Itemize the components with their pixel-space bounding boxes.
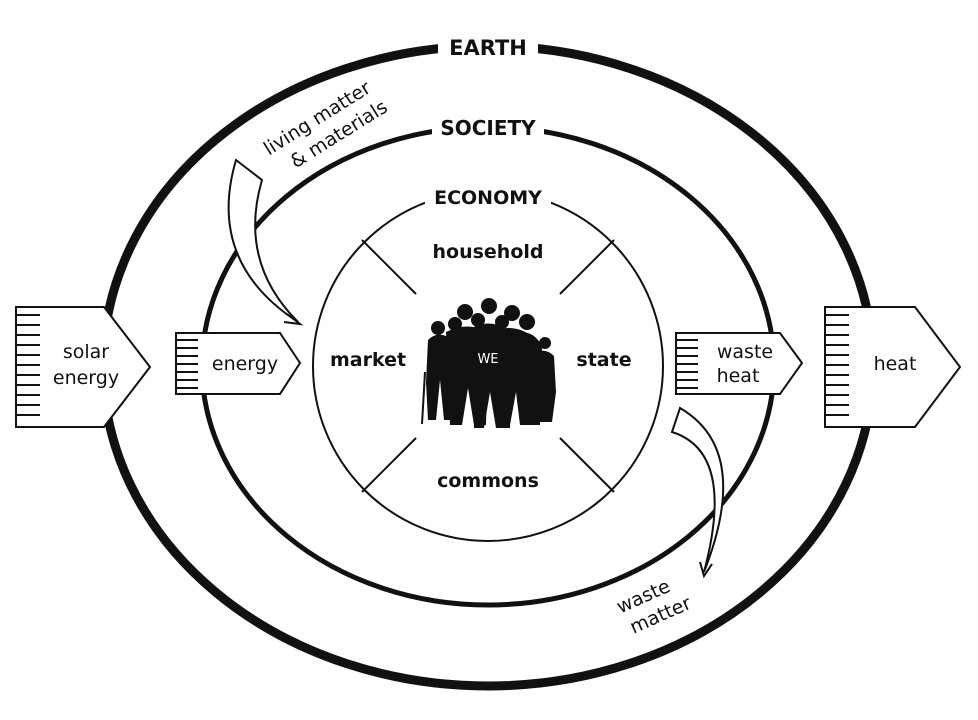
economy-label: ECONOMY: [434, 187, 542, 209]
sector-dividers: [361, 239, 615, 493]
heat-label: heat: [874, 353, 917, 375]
sector-commons: commons: [437, 470, 539, 492]
sector-household: household: [433, 241, 544, 263]
people-silhouette-icon: [421, 298, 556, 428]
we-label: WE: [477, 352, 498, 367]
waste-matter-arrow: waste matter: [613, 406, 725, 639]
earth-label-gap: [438, 30, 538, 60]
sector-state: state: [576, 349, 631, 371]
energy-arrow: energy: [175, 332, 302, 395]
earth-label: EARTH: [449, 36, 527, 60]
waste-heat-label-2: heat: [717, 365, 760, 387]
energy-label: energy: [212, 353, 278, 375]
solar-energy-label-2: energy: [53, 367, 119, 389]
solar-energy-label-1: solar: [63, 341, 109, 363]
waste-heat-arrow: waste heat: [675, 332, 804, 395]
sector-market: market: [330, 349, 406, 371]
waste-heat-label-1: waste: [717, 341, 773, 363]
heat-arrow: heat: [824, 306, 962, 428]
society-label: SOCIETY: [440, 116, 536, 140]
society-label-gap: [432, 112, 544, 140]
solar-energy-arrow: solar energy: [15, 306, 152, 428]
economy-label-gap: [425, 181, 551, 209]
